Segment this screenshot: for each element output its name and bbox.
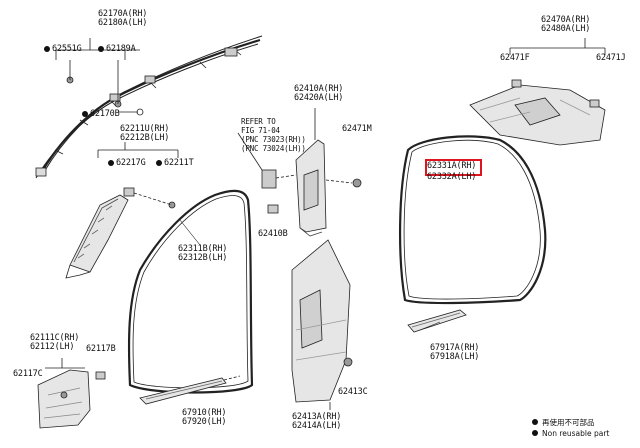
- label-a-pillar-rh: 62211U(RH): [120, 124, 170, 134]
- label-refer-3: (PNC 73023(RH)): [241, 135, 306, 144]
- label-clip-471j: 62471J: [596, 53, 626, 63]
- label-door-weather-lh: 62312B(LH): [178, 253, 228, 263]
- label-rear-scuff-lh: 67918A(LH): [430, 352, 480, 362]
- label-clip-471m: 62471M: [342, 124, 372, 134]
- label-clip-117b: 62117B: [86, 344, 116, 354]
- rear-scuff-plate: [407, 309, 467, 333]
- label-cowl-rh: 62111C(RH): [30, 333, 80, 343]
- legend-reuse-text: 再使用不可部品: [542, 418, 595, 427]
- front-door-weatherstrip: [127, 189, 254, 394]
- label-door-weather-rh: 62311B(RH): [178, 244, 228, 254]
- label-b-upper-lh: 62420A(LH): [294, 93, 344, 103]
- label-clip-117c: 62117C: [13, 369, 43, 379]
- roof-side-airbag: [35, 35, 263, 179]
- label-b-upper-rh: 62410A(RH): [294, 84, 344, 94]
- label-cowl-lh: 62112(LH): [30, 342, 75, 352]
- center-pillar-lower-garnish: [291, 239, 353, 410]
- label-rear-scuff-rh: 67917A(RH): [430, 343, 480, 353]
- label-rear-weather-lh: 62332A(LH): [427, 172, 477, 182]
- label-refer-1: REFER TO: [241, 117, 276, 126]
- airbag-clips: [66, 60, 144, 116]
- front-scuff-plate: [139, 375, 241, 405]
- legend-non-reusable: Non reusable part: [532, 429, 609, 439]
- legend-reuse: 再使用不可部品: [532, 418, 595, 428]
- label-scuff-rh: 67910(RH): [182, 408, 227, 418]
- bullet-icon: [532, 419, 538, 425]
- roof-side-inner-garnish: [469, 38, 606, 146]
- label-clip-b: 62170B: [82, 109, 120, 119]
- label-clip-g: 62551G: [44, 44, 82, 54]
- label-refer-4: (PNC 73024(LH)): [241, 144, 306, 153]
- label-clip-211t: 62211T: [156, 158, 194, 168]
- center-pillar-upper-garnish: [237, 108, 362, 237]
- label-clip-410b: 62410B: [258, 229, 288, 239]
- label-airbag-rh: 62170A(RH): [98, 9, 148, 19]
- label-scuff-lh: 67920(LH): [182, 417, 227, 427]
- label-c-pillar-rh: 62470A(RH): [541, 15, 591, 25]
- label-clip-471f: 62471F: [500, 53, 530, 63]
- bullet-icon: [532, 430, 538, 436]
- label-clip-413c: 62413C: [338, 387, 368, 397]
- label-clip-a: 62189A: [98, 44, 136, 54]
- label-c-pillar-lh: 62480A(LH): [541, 24, 591, 34]
- label-a-pillar-lh: 62212B(LH): [120, 133, 170, 143]
- front-pillar-garnish: [65, 187, 176, 279]
- rear-door-weatherstrip: [398, 135, 547, 305]
- highlight-62331a: [425, 159, 482, 176]
- label-airbag-lh: 62180A(LH): [98, 18, 148, 28]
- label-clip-217g: 62217G: [108, 158, 146, 168]
- legend-non-reusable-text: Non reusable part: [542, 429, 610, 438]
- label-b-lower-rh: 62413A(RH): [292, 412, 342, 422]
- label-refer-2: FIG 71-04: [241, 126, 280, 135]
- label-rear-weather-rh: 62331A(RH): [427, 161, 477, 171]
- cowl-side-trim: [37, 358, 106, 429]
- label-b-lower-lh: 62414A(LH): [292, 421, 342, 431]
